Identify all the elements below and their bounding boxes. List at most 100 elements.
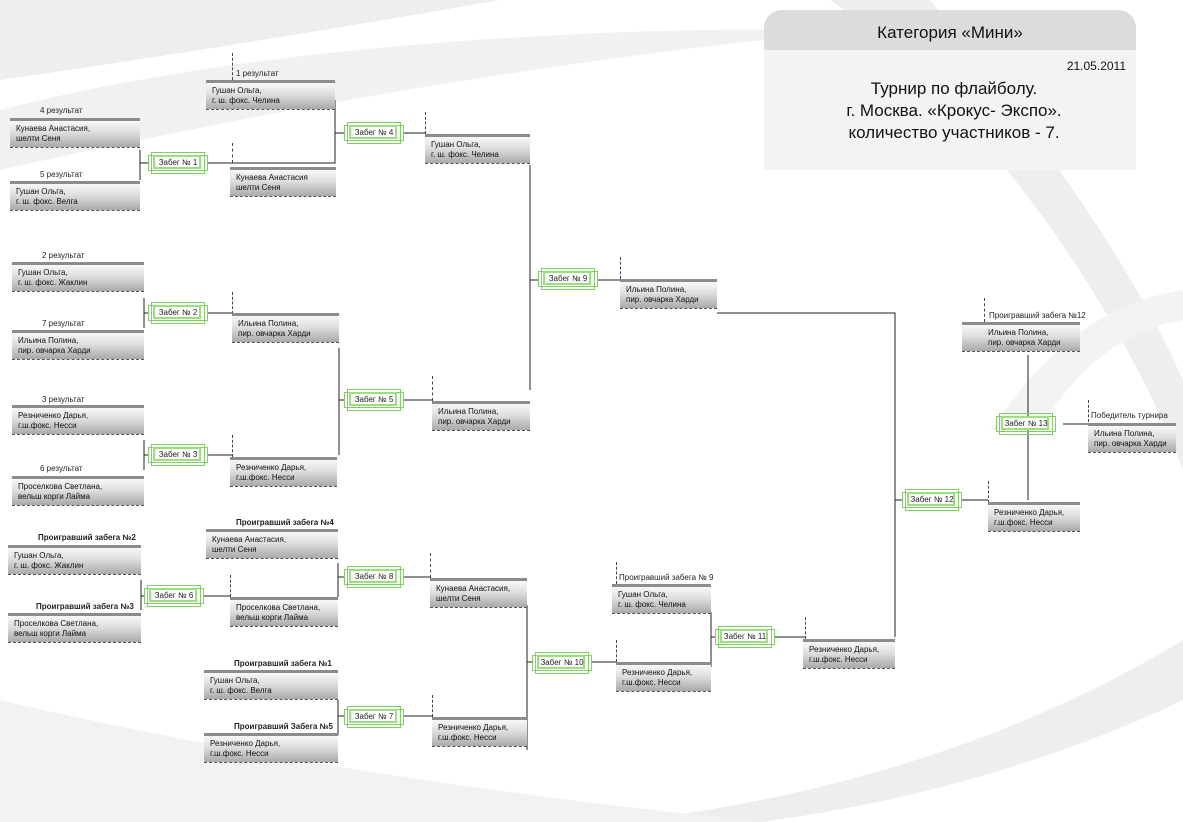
heat-node: Забег № 2 <box>148 302 208 324</box>
heat-node: Забег № 3 <box>148 444 208 466</box>
participant-dog: г. ш. фокс. Жаклин <box>14 561 84 570</box>
participant-entry: Ильина Полина, пир. овчарка Харди <box>12 330 144 360</box>
participant-name: Резниченко Дарья, <box>438 723 509 732</box>
heat-label: Забег № 1 <box>158 158 198 167</box>
participant-entry: Ильина Полина, пир. овчарка Харди <box>232 313 339 343</box>
participant-dog: пир. овчарка Харди <box>438 417 511 426</box>
dash-marker <box>616 562 617 584</box>
seed-label: 6 результат <box>40 464 83 473</box>
heat-label: Забег № 5 <box>354 395 394 404</box>
winner-entry: Ильина Полина, пир. овчарка Харди <box>1088 423 1176 453</box>
participant-dog: г.ш.фокс. Несси <box>438 733 497 742</box>
participant-dog: пир. овчарка Харди <box>988 338 1061 347</box>
heat-node: Забег № 12 <box>902 489 962 511</box>
dash-marker <box>425 112 426 134</box>
participant-name: Резниченко Дарья, <box>994 508 1065 517</box>
heat-label: Забег № 6 <box>154 591 194 600</box>
dash-marker <box>1088 400 1089 422</box>
participant-entry: Гушан Ольга, г. ш. фокс. Жаклин <box>8 545 141 575</box>
seed-label: 4 результат <box>40 106 83 115</box>
category-title: Категория «Мини» <box>877 23 1023 42</box>
dash-marker <box>988 481 989 503</box>
title-panel: Категория «Мини» 21.05.2011 Турнир по фл… <box>764 10 1136 170</box>
dash-marker <box>432 376 433 401</box>
dash-marker <box>230 575 231 597</box>
participant-name: Гушан Ольга, <box>16 187 66 196</box>
participant-entry: Гушан Ольга, г. ш. фокс. Челина <box>206 80 335 110</box>
participant-name: Ильина Полина, <box>1094 429 1155 438</box>
participant-entry: Гушан Ольга, г. ш. фокс. Велга <box>10 181 140 211</box>
participant-dog: пир. овчарка Харди <box>626 295 699 304</box>
participant-entry: Резниченко Дарья, г.ш.фокс. Несси <box>230 457 337 487</box>
participant-entry: Резниченко Дарья, г.ш.фокс. Несси <box>616 662 711 692</box>
participant-name: Гушан Ольга, <box>431 140 481 149</box>
participant-dog: пир. овчарка Харди <box>1094 439 1167 448</box>
heat-node: Забег № 6 <box>144 585 204 607</box>
participant-dog: г. ш. фокс. Челина <box>431 150 499 159</box>
participant-entry: Проселкова Светлана, вельш корги Лайма <box>230 597 338 627</box>
participant-dog: г.ш.фокс. Несси <box>236 473 295 482</box>
participant-name: Ильина Полина, <box>988 328 1049 337</box>
participant-name: Резниченко Дарья, <box>809 645 880 654</box>
participant-entry: Резниченко Дарья, г.ш.фокс. Несси <box>803 639 895 669</box>
participant-entry: Резниченко Дарья, г.ш.фокс. Несси <box>12 405 144 435</box>
participant-name: Проселкова Светлана, <box>236 603 321 612</box>
participant-dog: г.ш.фокс. Несси <box>622 678 681 687</box>
participant-name: Резниченко Дарья, <box>18 411 89 420</box>
participant-name: Проселкова Светлана, <box>18 482 103 491</box>
loser-label: Проигравший забега №1 <box>234 659 332 668</box>
heat-node: Забег № 4 <box>344 122 404 144</box>
participant-entry: Ильина Полина, пир. овчарка Харди <box>620 279 717 309</box>
participant-dog: шелти Сеня <box>212 545 257 554</box>
seed-label: 2 результат <box>42 251 85 260</box>
participant-entry: Резниченко Дарья, г.ш.фокс. Несси <box>432 717 527 747</box>
participant-name: Кунаева Анастасия, <box>436 584 511 593</box>
loser-label: Проигравший забега №4 <box>236 518 334 527</box>
dash-marker <box>232 292 233 314</box>
participant-entry: Кунаева Анастасия, шелти Сеня <box>10 118 140 148</box>
participant-dog: вельш корги Лайма <box>14 629 87 638</box>
participant-dog: шелти Сеня <box>436 594 481 603</box>
heat-label: Забег № 9 <box>548 274 588 283</box>
participant-entry: Ильина Полина, пир. овчарка Харди <box>962 322 1080 352</box>
participant-entry: Кунаева Анастасия, шелти Сеня <box>430 578 527 608</box>
participant-name: Гушан Ольга, <box>618 590 668 599</box>
title-band: Категория «Мини» <box>764 10 1136 50</box>
heat-label: Забег № 8 <box>354 572 394 581</box>
participant-name: Кунаева Анастасия, <box>16 124 91 133</box>
participant-name: Резниченко Дарья, <box>236 463 307 472</box>
event-date: 21.05.2011 <box>1066 59 1126 73</box>
seed-label: 5 результат <box>40 170 83 179</box>
participant-name: Кунаева Анастасия, <box>212 535 287 544</box>
participant-name: Гушан Ольга, <box>18 268 68 277</box>
participant-entry: Резниченко Дарья, г.ш.фокс. Несси <box>204 733 338 763</box>
participant-name: Гушан Ольга, <box>14 551 64 560</box>
participant-entry: Гушан Ольга, г. ш. фокс. Челина <box>425 134 530 164</box>
participant-name: Ильина Полина, <box>18 336 79 345</box>
participant-name: Резниченко Дарья, <box>210 739 281 748</box>
participant-dog: г. ш. фокс. Жаклин <box>18 278 88 287</box>
participant-name: Ильина Полина, <box>626 285 687 294</box>
heat-label: Забег № 11 <box>723 632 767 641</box>
dash-marker <box>984 298 985 322</box>
participant-dog: г.ш.фокс. Несси <box>210 749 269 758</box>
participant-name: Резниченко Дарья, <box>622 668 693 677</box>
seed-label: 1 результат <box>236 69 279 78</box>
loser-label: Проигравший Забега №5 <box>234 722 333 731</box>
participant-dog: г. ш. фокс. Велга <box>210 686 272 695</box>
dash-marker <box>430 553 431 578</box>
event-participants: количество участников - 7. <box>848 123 1060 142</box>
heat-node: Забег № 1 <box>148 152 208 174</box>
participant-dog: пир. овчарка Харди <box>18 346 91 355</box>
participant-name: Кунаева Анастасия <box>236 173 308 182</box>
participant-entry: Гушан Ольга, г. ш. фокс. Велга <box>204 670 338 700</box>
heat-node: Забег № 10 <box>532 652 592 674</box>
participant-dog: г.ш.фокс. Несси <box>18 421 77 430</box>
participant-dog: г.ш.фокс. Несси <box>994 518 1053 527</box>
participant-dog: вельш корги Лайма <box>18 492 91 501</box>
loser-label: Проигравший забега №2 <box>38 533 136 542</box>
participant-name: Ильина Полина, <box>438 407 499 416</box>
loser-label: Проигравший забега № 9 <box>619 573 714 582</box>
participant-entry: Гушан Ольга, г. ш. фокс. Жаклин <box>12 262 144 292</box>
heat-label: Забег № 12 <box>910 495 954 504</box>
